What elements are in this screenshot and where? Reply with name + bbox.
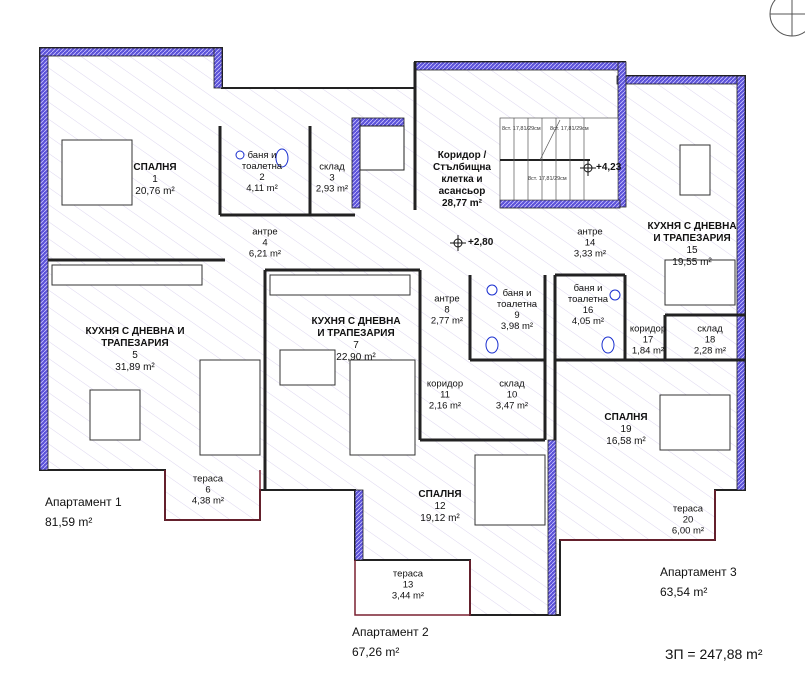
- sofa-15: [664, 259, 736, 306]
- staircase: [499, 117, 619, 201]
- bed-19: [659, 394, 731, 451]
- interior-walls: [48, 62, 745, 490]
- level-landing: +4,23: [596, 162, 622, 173]
- furniture: [51, 139, 736, 526]
- dining-table-7: [279, 349, 336, 386]
- stair-label: 8ст. 17,81/29см: [502, 126, 541, 132]
- stair-label: 8ст. 17,81/29см: [550, 126, 589, 132]
- dining-table-15: [679, 144, 711, 196]
- level-markers: [450, 160, 596, 251]
- north-arrow-icon: [769, 0, 805, 37]
- sofa-7: [349, 359, 416, 456]
- sanitary-fixtures: [235, 148, 621, 354]
- total-built-area: ЗП = 247,88 m²: [665, 646, 763, 662]
- bed-12: [474, 454, 546, 526]
- level-floor: +2,80: [468, 237, 494, 248]
- kitchen-counter-5: [51, 264, 203, 286]
- elevator: [359, 125, 405, 171]
- kitchen-counter-7: [269, 274, 411, 296]
- sofa-5: [199, 359, 261, 456]
- terraces: [164, 470, 716, 616]
- stair-label: 8ст. 17,81/29см: [528, 176, 567, 182]
- dining-table-5: [89, 389, 141, 441]
- bed-1: [61, 139, 133, 206]
- exterior-walls: [39, 47, 746, 616]
